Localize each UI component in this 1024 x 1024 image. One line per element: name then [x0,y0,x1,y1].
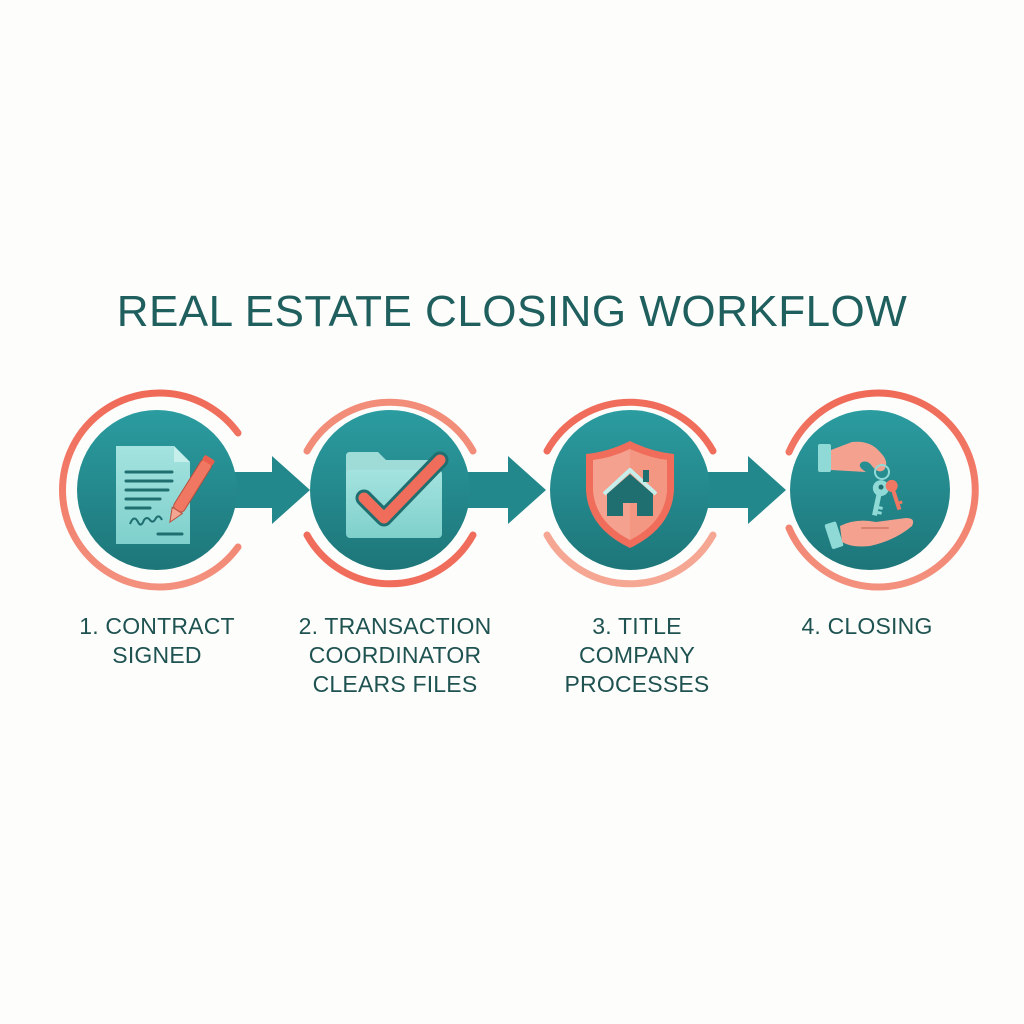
ring-arc [59,389,242,591]
step-3-label-line: PROCESSES [564,671,710,697]
step-1-label: 1. CONTRACT SIGNED [37,612,277,670]
step-1-label-line: 1. CONTRACT [79,613,235,639]
step-2-node [303,398,477,588]
step-4-label: 4. CLOSING [747,612,987,641]
step-1-label-line: SIGNED [112,642,202,668]
folder-check-icon [346,451,449,538]
shield-house-icon [586,441,674,548]
key-handover-icon [818,441,914,550]
step-3-label: 3. TITLE COMPANY PROCESSES [517,612,757,699]
ring-arc-bottom [303,531,477,588]
step-3-label-line: 3. TITLE [592,613,682,639]
step-2-label: 2. TRANSACTION COORDINATOR CLEARS FILES [275,612,515,699]
ring-arc-top [543,398,717,455]
step-2-label-line: COORDINATOR [308,642,482,668]
signed-contract-icon [116,446,215,544]
ring-arc [785,389,979,591]
arrow-1-to-2 [225,456,310,524]
step-2-label-line: CLEARS FILES [312,671,478,697]
step-4-label-line: 4. CLOSING [801,613,933,639]
page-title: REAL ESTATE CLOSING WORKFLOW [116,287,908,336]
ring-arc-top [303,398,477,455]
step-4-node [785,389,979,591]
arrow-2-to-3 [460,456,546,524]
step-3-node [543,398,717,588]
arrow-3-to-4 [700,456,786,524]
ring-arc-bottom [543,531,717,588]
step-3-label-line: COMPANY [579,642,695,668]
step-2-label-line: 2. TRANSACTION [298,613,492,639]
step-1-node [59,389,242,591]
